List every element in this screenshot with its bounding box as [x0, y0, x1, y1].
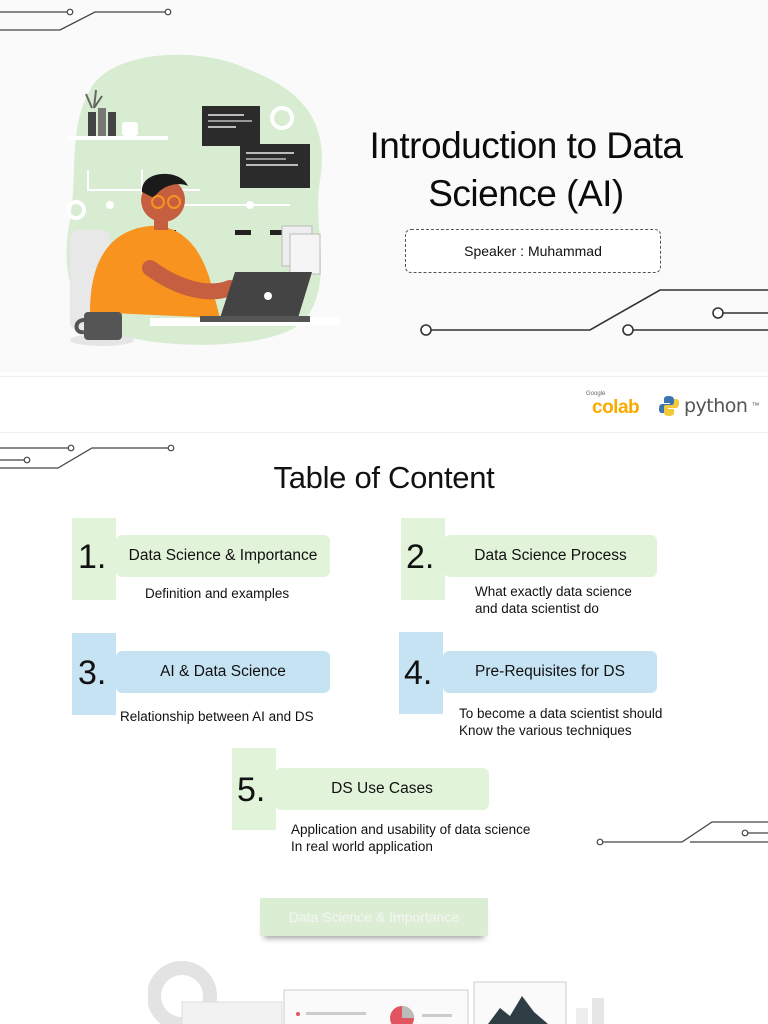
circuit-decoration-right — [420, 289, 768, 336]
toc-number-block-3 — [72, 633, 116, 715]
toc-item-4-desc-line-1: To become a data scientist should — [459, 706, 663, 721]
python-text: python — [684, 394, 748, 417]
toc-number-block-4 — [399, 632, 443, 714]
dashboard-illustration — [148, 961, 604, 1024]
toc-item-3-desc: Relationship between AI and DS — [120, 709, 314, 726]
presentation-title: Introduction to Data Science (AI) — [340, 122, 712, 218]
circuit-decoration-toc — [0, 444, 175, 469]
toc-item-3-label[interactable]: AI & Data Science — [116, 651, 330, 693]
title-line-2: Science (AI) — [428, 173, 624, 214]
toc-item-2-label[interactable]: Data Science Process — [444, 535, 657, 577]
person-at-laptop-illustration — [66, 54, 340, 346]
toc-number-1: 1. — [78, 538, 107, 576]
toc-number-2: 2. — [406, 538, 435, 576]
speaker-box: Speaker : Muhammad — [405, 229, 661, 273]
toc-item-1-label[interactable]: Data Science & Importance — [116, 535, 330, 577]
colab-logo: Google colab — [586, 391, 648, 421]
colab-google-text: Google — [586, 390, 606, 397]
python-trademark: ™ — [751, 400, 760, 410]
toc-item-5-desc: Application and usability of data scienc… — [291, 822, 530, 855]
toc-item-3-desc-line-1: Relationship between AI and DS — [120, 709, 314, 724]
circuit-decoration-top-left — [0, 8, 172, 31]
colab-text: colab — [592, 396, 640, 418]
toc-item-2-desc-line-1: What exactly data science — [475, 584, 632, 599]
python-icon — [659, 395, 679, 416]
title-line-1: Introduction to Data — [369, 125, 683, 166]
speaker-label: Speaker : Muhammad — [464, 243, 602, 259]
toc-item-4-label[interactable]: Pre-Requisites for DS — [443, 651, 657, 693]
tools-slide: Google colab python ™ — [0, 376, 768, 433]
table-of-content-slide: Table of Content 1. Data Science & Impor… — [0, 436, 768, 1024]
toc-item-5-label[interactable]: DS Use Cases — [275, 768, 489, 810]
next-slide-title: Data Science & Importance — [260, 898, 488, 936]
toc-title: Table of Content — [273, 460, 495, 495]
toc-item-2-desc-line-2: and data scientist do — [475, 600, 599, 616]
toc-number-block-1 — [72, 518, 116, 600]
toc-item-2-desc: What exactly data science and data scien… — [475, 584, 632, 617]
toc-item-5-desc-line-1: Application and usability of data scienc… — [291, 822, 531, 837]
toc-number-block-5 — [232, 748, 276, 830]
toc-item-5-desc-line-2: In real world application — [291, 838, 433, 854]
circuit-decoration-bottom-right — [596, 821, 768, 846]
toc-item-1-desc: Definition and examples — [145, 586, 289, 603]
toc-number-5: 5. — [237, 771, 266, 809]
tools-logos: Google colab python ™ — [578, 377, 768, 432]
toc-item-1-desc-line-1: Definition and examples — [145, 586, 290, 601]
toc-item-4-desc: To become a data scientist should Know t… — [459, 706, 662, 739]
toc-number-4: 4. — [404, 654, 433, 692]
toc-item-4-desc-line-2: Know the various techniques — [459, 722, 632, 738]
python-logo: python ™ — [658, 395, 759, 417]
toc-number-3: 3. — [78, 654, 107, 692]
toc-number-block-2 — [401, 518, 445, 600]
cover-slide: Introduction to Data Science (AI) Speake… — [0, 0, 768, 372]
